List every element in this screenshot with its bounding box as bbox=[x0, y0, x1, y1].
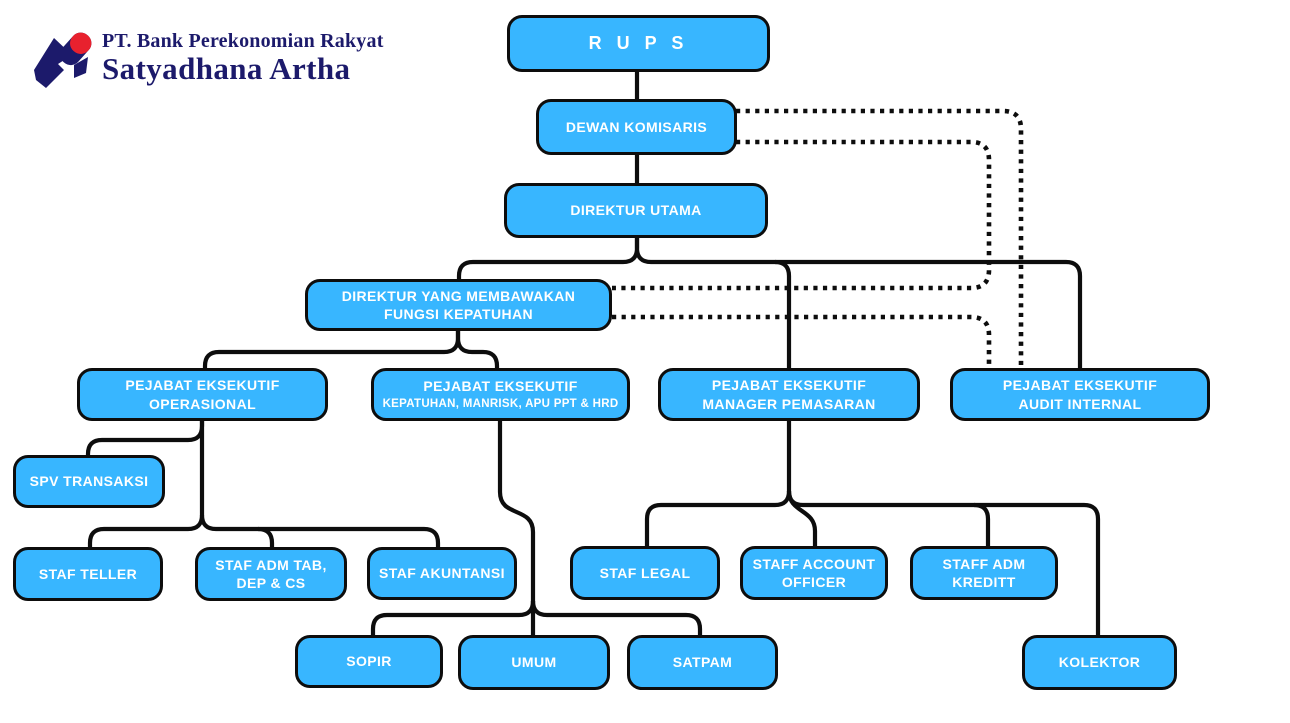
edge-dirut-audit bbox=[634, 238, 1083, 369]
brand-name-line1: PT. Bank Perekonomian Rakyat bbox=[102, 30, 384, 52]
edge-pemasaran-adm-kreditt bbox=[973, 502, 991, 547]
edge-pemasaran-legal bbox=[644, 490, 792, 547]
node-umum: UMUM bbox=[458, 635, 610, 690]
node-staf-teller: STAF TELLER bbox=[13, 547, 163, 601]
edge-operasional-akuntansi bbox=[199, 514, 441, 548]
edge-dirkep-kepatuhan bbox=[455, 330, 500, 369]
edge-kepatuhan-sopir bbox=[370, 600, 536, 636]
node-staf-legal: STAF LEGAL bbox=[570, 546, 720, 600]
node-sopir-label: SOPIR bbox=[346, 653, 392, 670]
node-rups: R U P S bbox=[507, 15, 770, 72]
node-dewan-komisaris-label: DEWAN KOMISARIS bbox=[565, 118, 708, 135]
node-sopir: SOPIR bbox=[295, 635, 443, 688]
node-spv-transaksi-label: SPV TRANSAKSI bbox=[29, 473, 149, 490]
edge-kepatuhan-satpam bbox=[530, 600, 703, 636]
dotted-edge-dewan-audit bbox=[736, 108, 1024, 369]
edge-operasional-admtab bbox=[257, 526, 275, 548]
node-kolektor: KOLEKTOR bbox=[1022, 635, 1177, 690]
node-pejabat-eksekutif-kepatuhan-subtitle: KEPATUHAN, MANRISK, APU PPT & HRD bbox=[382, 397, 619, 410]
edge-dirut-pemasaran bbox=[774, 259, 792, 369]
node-satpam: SATPAM bbox=[627, 635, 778, 690]
node-staf-akuntansi: STAF AKUNTANSI bbox=[367, 547, 517, 600]
node-rups-label: R U P S bbox=[588, 32, 689, 53]
node-staf-akuntansi-label: STAF AKUNTANSI bbox=[379, 565, 505, 582]
dotted-edge-dewan-dirkep bbox=[612, 139, 992, 291]
node-direktur-utama: DIREKTUR UTAMA bbox=[504, 183, 768, 238]
bank-logo-icon bbox=[34, 32, 92, 88]
node-pejabat-eksekutif-kepatuhan-title: PEJABAT EKSEKUTIF bbox=[423, 378, 578, 395]
node-staf-legal-label: STAF LEGAL bbox=[599, 564, 691, 581]
brand-name-line2: Satyadhana Artha bbox=[102, 51, 351, 86]
node-staf-teller-label: STAF TELLER bbox=[38, 565, 138, 582]
node-pejabat-eksekutif-kepatuhan: PEJABAT EKSEKUTIF KEPATUHAN, MANRISK, AP… bbox=[371, 368, 630, 421]
node-spv-transaksi: SPV TRANSAKSI bbox=[13, 455, 165, 508]
node-dewan-komisaris: DEWAN KOMISARIS bbox=[536, 99, 737, 155]
node-staf-adm-tab-dep-cs-label: STAF ADM TAB,DEP & CS bbox=[215, 556, 327, 591]
node-direktur-utama-label: DIREKTUR UTAMA bbox=[570, 202, 702, 219]
edge-dirkep-operasional bbox=[202, 330, 461, 369]
edge-operasional-spv bbox=[85, 420, 205, 456]
dotted-edge-dirkep-audit bbox=[612, 314, 992, 369]
edge-kepatuhan-umum bbox=[497, 420, 536, 636]
node-staf-adm-tab-dep-cs: STAF ADM TAB,DEP & CS bbox=[195, 547, 347, 601]
node-umum-label: UMUM bbox=[511, 654, 557, 671]
node-kolektor-label: KOLEKTOR bbox=[1058, 654, 1141, 671]
brand-header: PT. Bank Perekonomian Rakyat Satyadhana … bbox=[28, 28, 384, 90]
edge-pemasaran-kolektor bbox=[786, 490, 1101, 636]
node-satpam-label: SATPAM bbox=[672, 654, 733, 671]
edge-dirut-dirkep bbox=[456, 238, 640, 280]
